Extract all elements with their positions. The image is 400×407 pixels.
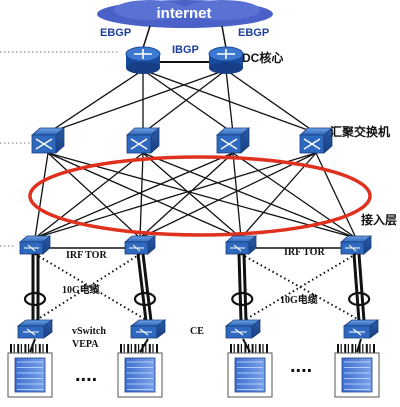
aggregation-switches <box>30 127 334 154</box>
cable-bundle-icon <box>231 291 254 307</box>
ebgp-link <box>221 25 227 49</box>
cloud-puff <box>184 0 260 20</box>
servers <box>7 344 380 398</box>
mesh-link <box>315 152 357 239</box>
mesh-link <box>34 152 234 239</box>
internet-cloud: internet <box>97 0 273 28</box>
mesh-link <box>139 152 317 239</box>
mesh-link <box>34 152 49 239</box>
cable-bundle-icon <box>348 291 371 307</box>
mesh-link <box>47 152 357 239</box>
cable-bundle-icon <box>23 291 47 307</box>
core-aggregation-links <box>47 69 317 134</box>
dots-right: .... <box>290 355 312 377</box>
aggregation-switch-icon <box>298 127 334 154</box>
aggregation-switch-icon <box>30 127 66 154</box>
mesh-link <box>142 69 227 134</box>
standby-link <box>34 253 141 322</box>
aggregation-switch-icon <box>215 127 251 154</box>
vswitch-label: vSwitch <box>72 326 106 337</box>
vswitch-icon <box>16 319 54 339</box>
standby-link <box>242 253 357 322</box>
mesh-link <box>142 69 234 134</box>
aggregation-switch-icon <box>125 127 161 154</box>
mesh-link <box>232 152 357 239</box>
mesh-link <box>139 152 144 239</box>
uplink-cable <box>242 253 248 322</box>
tor-switch-icon <box>18 235 52 255</box>
mesh-link <box>47 69 227 134</box>
vswitch-icon <box>224 319 262 339</box>
vswitch-icon <box>342 319 380 339</box>
irf-tor-left-label: IRF TOR <box>66 250 107 261</box>
core-routers <box>125 46 244 74</box>
access-switches <box>18 235 373 255</box>
mesh-link <box>47 152 141 239</box>
mesh-link <box>232 152 242 239</box>
cloud-label: internet <box>156 5 211 22</box>
cloud-puff <box>114 0 186 20</box>
server-link <box>139 338 149 353</box>
access-layer-label: 接入层 <box>361 212 397 227</box>
vswitch-icon <box>129 319 167 339</box>
server-icon <box>334 344 380 398</box>
core-router-icon <box>208 46 244 74</box>
ebgp-left-label: EBGP <box>100 27 131 39</box>
mesh-link <box>34 152 144 239</box>
fabric-ring <box>28 155 372 237</box>
virtual-switches <box>16 319 380 339</box>
mesh-link <box>225 69 234 134</box>
vepa-label: VEPA <box>72 339 99 350</box>
ibgp-label: IBGP <box>172 44 199 56</box>
uplink-cable <box>136 253 148 322</box>
server-icon <box>7 344 53 398</box>
mesh-link <box>47 69 144 134</box>
tor-switch-icon <box>224 235 258 255</box>
ce-label: CE <box>190 326 204 337</box>
mesh-link <box>139 152 234 239</box>
mesh-link <box>240 152 317 239</box>
aggregation-label: 汇聚交换机 <box>330 124 390 139</box>
standby-link <box>34 253 149 322</box>
ebgp-links <box>142 25 227 49</box>
uplink-cable <box>141 253 153 322</box>
mesh-link <box>225 69 317 134</box>
mesh-link <box>142 152 242 239</box>
tor-switch-icon <box>123 235 157 255</box>
irf-tor-right-label: IRF TOR <box>284 247 325 258</box>
cable-left-label: 10G电缆 <box>62 283 100 296</box>
cable-right-label: 10G电缆 <box>280 293 318 306</box>
cable-bundle-icon <box>133 291 157 307</box>
server-icon <box>117 344 163 398</box>
tor-switch-icon <box>339 235 373 255</box>
uplink-cable <box>237 253 243 322</box>
ebgp-link <box>142 25 151 49</box>
uplink-cable <box>357 253 366 322</box>
ebgp-right-label: EBGP <box>238 27 269 39</box>
dc-core-label: DC核心 <box>242 50 283 65</box>
core-router-icon <box>125 46 161 74</box>
dots-left: .... <box>75 364 97 386</box>
server-icon <box>227 344 273 398</box>
tier-guides <box>0 51 120 247</box>
uplink-cable <box>352 253 361 322</box>
server-links <box>23 253 371 353</box>
